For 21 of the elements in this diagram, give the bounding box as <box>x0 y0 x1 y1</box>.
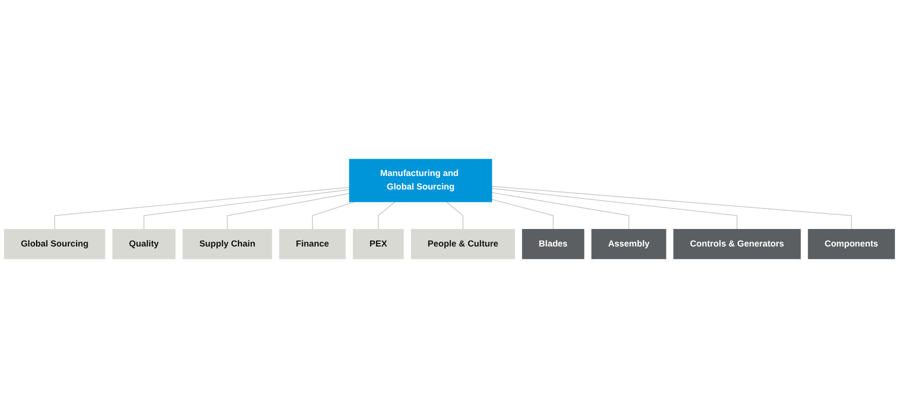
connector <box>491 192 630 230</box>
node-box: PEX <box>352 229 404 260</box>
connector <box>491 186 852 230</box>
connector <box>491 188 738 230</box>
connector <box>312 201 356 230</box>
connector <box>446 201 464 230</box>
node-box: Finance <box>279 229 346 260</box>
node-box: Global Sourcing <box>4 229 106 260</box>
node-box: Supply Chain <box>182 229 272 260</box>
connector <box>226 193 350 230</box>
node-box: Assembly <box>591 229 666 260</box>
node-box: Components <box>808 229 895 260</box>
connector <box>144 189 350 230</box>
node-box: Manufacturing and Global Sourcing <box>349 158 492 202</box>
node-box: Controls & Generators <box>673 229 801 260</box>
node-box: Quality <box>112 229 176 260</box>
connector <box>378 201 396 230</box>
node-box: Blades <box>522 229 584 260</box>
connector <box>491 198 554 230</box>
node-box: People & Culture <box>410 229 515 260</box>
connector <box>54 186 350 230</box>
